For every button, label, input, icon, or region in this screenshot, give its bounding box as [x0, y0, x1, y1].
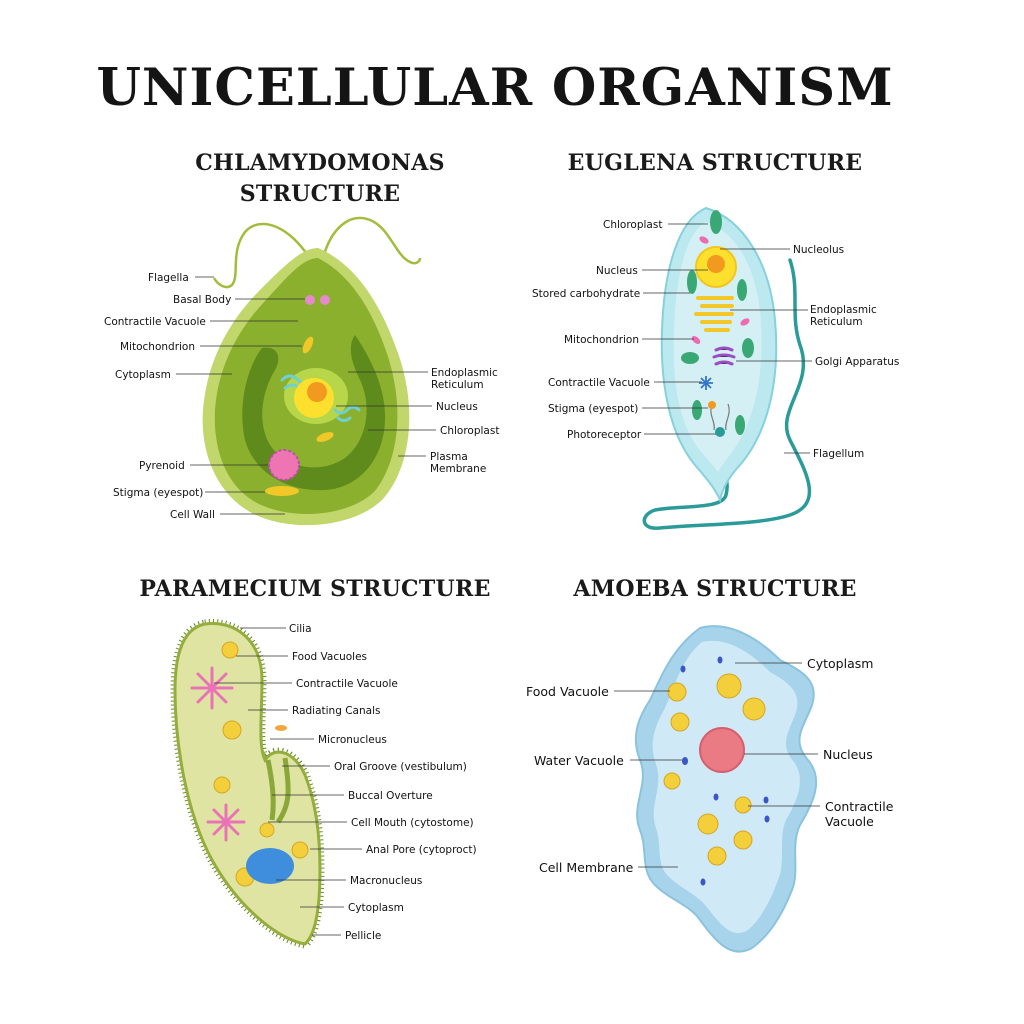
chlamydomonas-label-contractile-vacuole: Contractile Vacuole — [104, 316, 206, 328]
amoeba-label-contractile-vacuole-line1: Contractile — [825, 799, 894, 814]
euglena-label-nucleus: Nucleus — [596, 265, 638, 277]
chlamydomonas-pyrenoid — [268, 449, 300, 481]
amoeba-label-cell-membrane: Cell Membrane — [539, 860, 634, 875]
chlamydomonas-label-pyrenoid: Pyrenoid — [139, 460, 185, 472]
paramecium-oral-groove — [265, 757, 291, 824]
paramecium-label-micronucleus: Micronucleus — [318, 734, 387, 746]
chlamydomonas-label-er-line2: Reticulum — [431, 379, 484, 391]
chlamydomonas-stigma — [265, 486, 299, 496]
paramecium-micronucleus — [275, 725, 287, 731]
chlamydomonas-title: CHLAMYDOMONAS STRUCTURE — [160, 148, 480, 210]
paramecium-label-macronucleus: Macronucleus — [350, 875, 422, 887]
chlamydomonas-label-basal-body: Basal Body — [173, 294, 231, 306]
amoeba-label-cytoplasm: Cytoplasm — [807, 656, 873, 671]
paramecium-label-cytoplasm: Cytoplasm — [348, 902, 404, 914]
euglena-label-chloroplast: Chloroplast — [603, 219, 662, 231]
paramecium-label-anal-pore: Anal Pore (cytoproct) — [366, 844, 477, 856]
euglena-diagram: Chloroplast Nucleolus Nucleus Stored car… — [532, 206, 899, 530]
chlamydomonas-endoplasmic-reticulum — [280, 374, 361, 422]
amoeba-label-food-vacuole: Food Vacuole — [526, 684, 609, 699]
paramecium-food-vacuoles — [213, 641, 309, 887]
euglena-label-golgi: Golgi Apparatus — [815, 356, 899, 368]
amoeba-diagram: Cytoplasm Food Vacuole Nucleus Water Vac… — [526, 625, 894, 953]
chlamydomonas-flagellum-right — [320, 216, 422, 265]
paramecium-title: PARAMECIUM STRUCTURE — [139, 576, 491, 602]
amoeba-label-nucleus: Nucleus — [823, 747, 873, 762]
chlamydomonas-label-plasma-membrane-line1: Plasma — [430, 451, 468, 463]
euglena-label-stored-carbohydrate: Stored carbohydrate — [532, 288, 640, 300]
euglena-mitochondria — [691, 236, 750, 344]
chlamydomonas-label-flagella: Flagella — [148, 272, 189, 284]
euglena-label-er-line1: Endoplasmic — [810, 304, 877, 316]
paramecium-label-contractile-vacuole: Contractile Vacuole — [296, 678, 398, 690]
euglena-label-stigma: Stigma (eyespot) — [548, 403, 638, 415]
chlamydomonas-label-nucleus: Nucleus — [436, 401, 478, 413]
euglena-nucleolus — [707, 255, 725, 273]
euglena-label-er-line2: Reticulum — [810, 316, 863, 328]
paramecium-contractile-vacuole-bottom — [206, 803, 246, 842]
paramecium-label-food-vacuoles: Food Vacuoles — [292, 651, 367, 663]
chlamydomonas-label-er-line1: Endoplasmic — [431, 367, 498, 379]
amoeba-leader-lines — [614, 662, 820, 868]
chlamydomonas-nucleolus — [307, 382, 327, 402]
paramecium-label-buccal-overture: Buccal Overture — [348, 790, 433, 802]
paramecium-leader-lines — [214, 627, 362, 936]
amoeba-title: AMOEBA STRUCTURE — [573, 576, 857, 602]
euglena-label-photoreceptor: Photoreceptor — [567, 429, 642, 441]
euglena-chloroplasts — [681, 210, 754, 435]
euglena-label-contractile-vacuole: Contractile Vacuole — [548, 377, 650, 389]
euglena-photoreceptor — [715, 427, 725, 437]
euglena-golgi — [712, 346, 736, 366]
paramecium-macronucleus — [246, 848, 294, 884]
euglena-contractile-vacuole — [699, 376, 713, 390]
paramecium-label-oral-groove: Oral Groove (vestibulum) — [334, 761, 467, 773]
euglena-title: EUGLENA STRUCTURE — [567, 150, 863, 176]
chlamydomonas-label-cell-wall: Cell Wall — [170, 509, 215, 521]
chlamydomonas-basal-body-left — [305, 295, 315, 305]
euglena-label-mitochondrion: Mitochondrion — [564, 334, 639, 346]
chlamydomonas-diagram: Flagella Basal Body Contractile Vacuole … — [104, 216, 499, 526]
chlamydomonas-mitochondrion-2 — [316, 432, 334, 442]
euglena-endoplasmic-reticulum — [694, 296, 734, 332]
chlamydomonas-leader-lines — [176, 276, 436, 515]
euglena-leader-lines — [642, 223, 812, 454]
chlamydomonas-basal-body-right — [320, 295, 330, 305]
chlamydomonas-label-chloroplast: Chloroplast — [440, 425, 499, 437]
amoeba-nucleus — [699, 727, 745, 773]
chlamydomonas-label-cytoplasm: Cytoplasm — [115, 369, 171, 381]
amoeba-label-contractile-vacuole-line2: Vacuole — [825, 814, 874, 829]
paramecium-contractile-vacuole-top — [190, 666, 234, 710]
chlamydomonas-label-stigma: Stigma (eyespot) — [113, 487, 203, 499]
euglena-flagellum — [642, 258, 812, 530]
chlamydomonas-label-plasma-membrane-line2: Membrane — [430, 463, 486, 475]
main-title: UNICELLULAR ORGANISM — [96, 58, 894, 118]
paramecium-diagram: Cilia Food Vacuoles Contractile Vacuole … — [170, 619, 477, 949]
chlamydomonas-label-mitochondrion: Mitochondrion — [120, 341, 195, 353]
amoeba-water-vacuoles — [680, 656, 770, 886]
paramecium-label-pellicle: Pellicle — [345, 930, 381, 942]
chlamydomonas-title-line2: STRUCTURE — [239, 181, 401, 207]
chlamydomonas-flagellum-left — [212, 222, 314, 289]
chlamydomonas-mitochondrion-1 — [302, 336, 314, 354]
euglena-label-flagellum: Flagellum — [813, 448, 864, 460]
paramecium-label-radiating-canals: Radiating Canals — [292, 705, 380, 717]
euglena-label-nucleolus: Nucleolus — [793, 244, 844, 256]
paramecium-label-cell-mouth: Cell Mouth (cytostome) — [351, 817, 474, 829]
amoeba-label-water-vacuole: Water Vacuole — [534, 753, 624, 768]
paramecium-label-cilia: Cilia — [289, 623, 312, 635]
amoeba-food-vacuoles — [663, 673, 766, 866]
paramecium-pellicle — [173, 622, 322, 946]
chlamydomonas-title-line1: CHLAMYDOMONAS — [195, 150, 445, 176]
euglena-stigma — [708, 401, 716, 409]
